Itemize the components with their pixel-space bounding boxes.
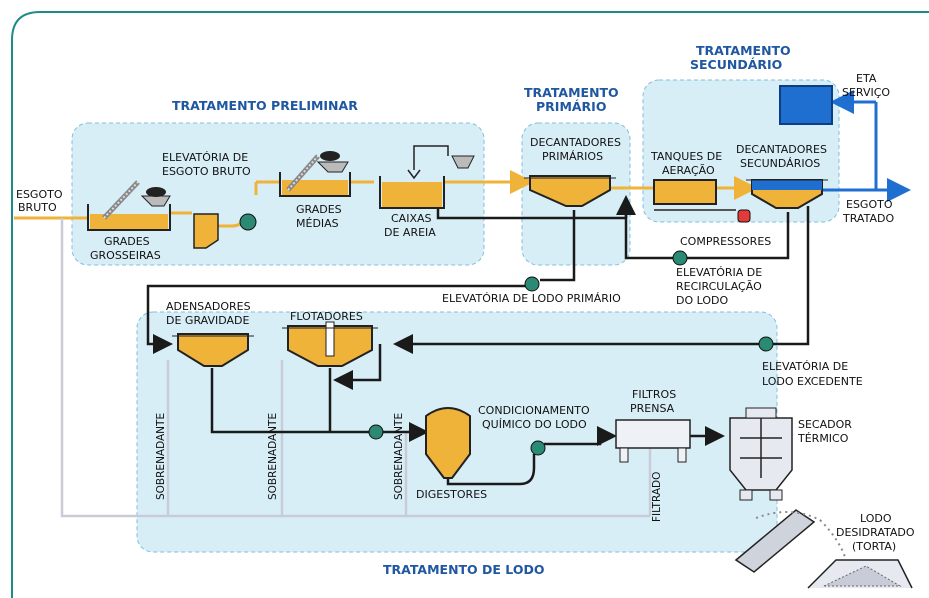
label-esgoto-bruto-2: BRUTO bbox=[18, 201, 57, 214]
label-filtrado: FILTRADO bbox=[651, 472, 663, 522]
label-condicionamento-2: QUÍMICO DO LODO bbox=[482, 418, 587, 431]
label-elevatoria-recirculacao-1: ELEVATÓRIA DE bbox=[676, 266, 762, 279]
label-filtros-prensa-2: PRENSA bbox=[630, 402, 675, 415]
label-sobrenadante-1: SOBRENADANTE bbox=[155, 413, 167, 500]
pump-lodo-primario bbox=[524, 276, 540, 292]
label-elevatoria-bruto-2: ESGOTO BRUTO bbox=[162, 165, 251, 178]
labels: ESGOTO BRUTO GRADES GROSSEIRAS ELEVATÓRI… bbox=[16, 72, 915, 553]
title-secundario-1: TRATAMENTO bbox=[696, 43, 791, 58]
decantadores-primarios bbox=[524, 175, 616, 207]
label-elevatoria-lodo-primario: ELEVATÓRIA DE LODO PRIMÁRIO bbox=[442, 292, 621, 305]
label-decantadores-secundarios-2: SECUNDÁRIOS bbox=[740, 157, 820, 170]
outer-frame bbox=[11, 11, 929, 598]
caixas-de-areia bbox=[379, 145, 475, 209]
treated-water-flow bbox=[822, 90, 911, 202]
sludge-flow bbox=[146, 195, 810, 486]
elevatoria-esgoto-bruto bbox=[193, 213, 219, 249]
label-lodo-desidratado-3: (TORTA) bbox=[852, 540, 896, 553]
title-secundario-2: SECUNDÁRIO bbox=[690, 57, 782, 72]
label-lodo-desidratado-1: LODO bbox=[860, 512, 892, 525]
title-preliminar: TRATAMENTO PRELIMINAR bbox=[172, 98, 358, 113]
compressor bbox=[737, 209, 751, 223]
decantadores-secundarios bbox=[746, 179, 828, 209]
label-condicionamento-1: CONDICIONAMENTO bbox=[478, 404, 590, 417]
label-adensadores-2: DE GRAVIDADE bbox=[166, 314, 250, 327]
adensadores-de-gravidade bbox=[172, 333, 254, 367]
label-secador-2: TÉRMICO bbox=[797, 432, 849, 445]
label-filtros-prensa-1: FILTROS bbox=[632, 388, 676, 401]
filtros-prensa bbox=[615, 419, 691, 463]
zone-preliminar bbox=[71, 122, 485, 266]
label-elevatoria-excedente-2: LODO EXCEDENTE bbox=[762, 375, 863, 388]
eta-servico-tank bbox=[779, 85, 833, 125]
label-tanques-aeracao-2: AERAÇÃO bbox=[662, 164, 715, 177]
pump-lodo-excedente bbox=[758, 336, 774, 352]
return-flow bbox=[60, 218, 652, 518]
title-lodo: TRATAMENTO DE LODO bbox=[383, 562, 544, 577]
label-secador-1: SECADOR bbox=[798, 418, 852, 431]
title-primario-1: TRATAMENTO bbox=[524, 85, 619, 100]
tanques-de-aeracao bbox=[653, 179, 736, 211]
title-primario-2: PRIMÁRIO bbox=[536, 99, 606, 114]
label-sobrenadante-2: SOBRENADANTE bbox=[267, 413, 279, 500]
label-grades-grosseiras-1: GRADES bbox=[104, 235, 150, 248]
label-sobrenadante-3: SOBRENADANTE bbox=[393, 413, 405, 500]
label-lodo-desidratado-2: DESIDRATADO bbox=[836, 526, 915, 539]
label-eta-servico-2: SERVIÇO bbox=[842, 86, 890, 99]
pump-digestor-feed bbox=[368, 424, 384, 440]
label-elevatoria-recirculacao-2: RECIRCULAÇÃO bbox=[676, 280, 762, 293]
digestores bbox=[425, 407, 471, 479]
grades-medias bbox=[279, 151, 351, 197]
label-esgoto-bruto-1: ESGOTO bbox=[16, 188, 63, 201]
label-compressores: COMPRESSORES bbox=[680, 235, 771, 248]
label-caixas-areia-2: DE AREIA bbox=[384, 226, 436, 239]
label-eta-servico-1: ETA bbox=[856, 72, 877, 85]
conveyor-torta bbox=[734, 509, 847, 573]
label-digestores: DIGESTORES bbox=[416, 488, 487, 501]
grades-grosseiras bbox=[87, 180, 171, 231]
pump-esgoto-bruto bbox=[239, 213, 257, 231]
label-decantadores-primarios-1: DECANTADORES bbox=[530, 136, 621, 149]
label-elevatoria-excedente-1: ELEVATÓRIA DE bbox=[762, 360, 848, 373]
label-decantadores-primarios-2: PRIMÁRIOS bbox=[542, 150, 603, 163]
pump-recirculacao bbox=[672, 250, 688, 266]
pump-condicionamento bbox=[530, 440, 546, 456]
label-flotadores: FLOTADORES bbox=[290, 310, 363, 323]
label-grades-medias-1: GRADES bbox=[296, 203, 342, 216]
label-elevatoria-bruto-1: ELEVATÓRIA DE bbox=[162, 151, 248, 164]
label-grades-grosseiras-2: GROSSEIRAS bbox=[90, 249, 161, 262]
sewage-flow bbox=[14, 170, 758, 228]
flotadores bbox=[282, 321, 378, 367]
secador-termico bbox=[729, 407, 793, 501]
label-adensadores-1: ADENSADORES bbox=[166, 300, 251, 313]
label-caixas-areia-1: CAIXAS bbox=[391, 212, 432, 225]
label-grades-medias-2: MÉDIAS bbox=[296, 217, 339, 230]
label-elevatoria-recirculacao-3: DO LODO bbox=[676, 294, 728, 307]
pile-lodo-desidratado bbox=[807, 559, 913, 589]
label-esgoto-tratado-1: ESGOTO bbox=[846, 198, 893, 211]
label-tanques-aeracao-1: TANQUES DE bbox=[650, 150, 722, 163]
label-decantadores-secundarios-1: DECANTADORES bbox=[736, 143, 827, 156]
label-esgoto-tratado-2: TRATADO bbox=[842, 212, 894, 225]
